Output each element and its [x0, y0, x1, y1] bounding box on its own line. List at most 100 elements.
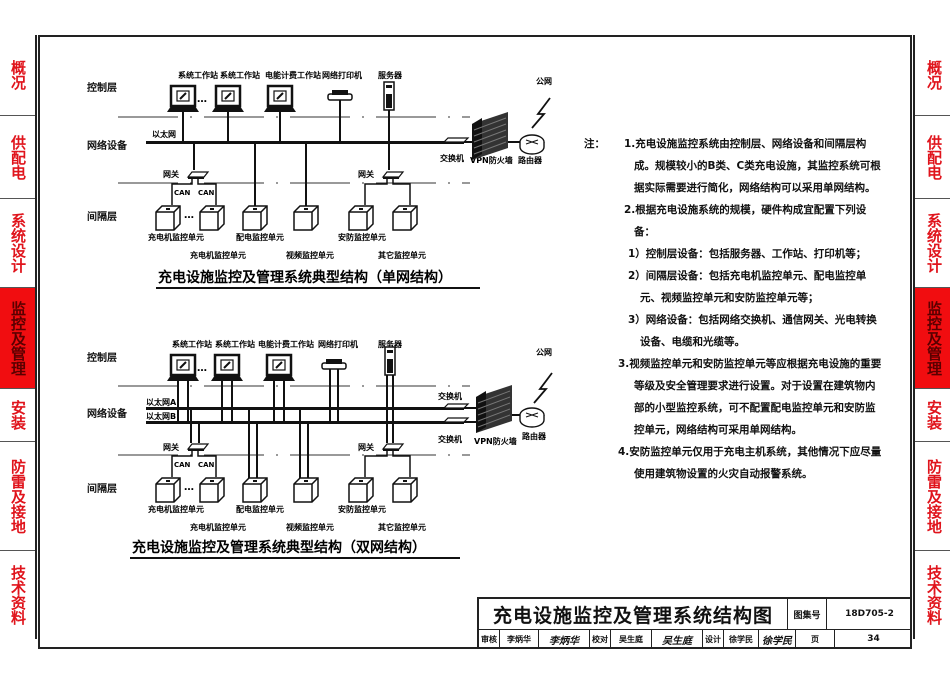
frame-bottom-border — [38, 647, 912, 649]
printer-icon — [321, 358, 347, 370]
ellipsis: … — [184, 210, 194, 221]
tab-power-supply[interactable]: 供配电 — [915, 116, 950, 199]
label-other-unit: 其它监控单元 — [378, 250, 426, 260]
note-2-3: 3）网络设备：包括网络交换机、通信网关、光电转换设备、电缆和光缆等。 — [628, 314, 877, 348]
notes-section: 注： 1.充电设施监控系统由控制层、网络设备和间隔层构成。规模较小的B类、C类充… — [584, 133, 884, 485]
label-other-unit: 其它监控单元 — [378, 522, 426, 532]
tab-lightning-grounding[interactable]: 防雷及接地 — [0, 442, 35, 551]
label-can-2: CAN — [198, 189, 215, 197]
tab-overview[interactable]: 概况 — [915, 35, 950, 116]
label-server: 服务器 — [378, 70, 403, 80]
switch-icon — [443, 417, 469, 425]
router-icon — [519, 134, 545, 155]
workstation-icon — [165, 353, 201, 383]
layer-label-bay: 间隔层 — [87, 482, 117, 495]
label-workstation-2: 系统工作站 — [220, 70, 260, 80]
server-icon — [383, 81, 395, 111]
firewall-icon — [471, 111, 509, 161]
ellipsis: … — [197, 94, 207, 105]
firewall-icon — [475, 384, 513, 434]
label-security-unit: 安防监控单元 — [338, 504, 386, 514]
label-router: 路由器 — [522, 431, 547, 441]
workstation-icon — [209, 353, 245, 383]
note-2-2: 2）间隔层设备：包括充电机监控单元、配电监控单元、视频监控单元和安防监控单元等； — [628, 270, 867, 304]
check-label: 校对 — [590, 630, 611, 648]
workstation-icon — [261, 353, 297, 383]
label-workstation-1: 系统工作站 — [178, 70, 218, 80]
other-unit-icon — [392, 205, 418, 231]
note-3: 3.视频监控单元和安防监控单元等应根据充电设施的重要等级及安全管理要求进行设置。… — [618, 358, 882, 436]
label-workstation-1: 系统工作站 — [172, 339, 212, 349]
label-network-printer: 网络打印机 — [318, 339, 358, 349]
label-video-unit: 视频监控单元 — [286, 522, 334, 532]
switch-icon — [443, 403, 469, 411]
tab-lightning-grounding[interactable]: 防雷及接地 — [915, 442, 950, 551]
distribution-unit-icon — [242, 205, 268, 231]
gateway-icon — [382, 171, 404, 180]
reviewer-signature: 李炳华 — [539, 630, 590, 648]
label-router: 路由器 — [518, 155, 543, 165]
charger-unit-icon — [155, 477, 181, 503]
ethernet-label: 以太网 — [152, 129, 176, 139]
label-switch: 交换机 — [440, 153, 464, 163]
designer-name: 徐学民 — [724, 630, 759, 648]
layer-label-network: 网络设备 — [87, 139, 128, 152]
layer-label-bay: 间隔层 — [87, 210, 117, 223]
tab-overview[interactable]: 概况 — [0, 35, 35, 116]
atlas-number: 18D705-2 — [845, 609, 894, 619]
tab-technical-data[interactable]: 技术资料 — [9, 565, 27, 625]
layer-label-network: 网络设备 — [87, 407, 128, 420]
tab-system-design[interactable]: 系统设计 — [0, 199, 35, 288]
label-server: 服务器 — [378, 339, 403, 349]
workstation-icon — [262, 84, 298, 114]
label-charger-unit-2: 充电机监控单元 — [190, 250, 246, 260]
left-section-tabs: 概况 供配电 系统设计 监控及管理 安装 防雷及接地 技术资料 — [0, 35, 37, 639]
label-charger-unit-2: 充电机监控单元 — [190, 522, 246, 532]
security-unit-icon — [348, 477, 374, 503]
tab-installation[interactable]: 安装 — [915, 389, 950, 442]
ellipsis: … — [197, 363, 207, 374]
label-billing-workstation: 电能计费工作站 — [265, 70, 321, 80]
charger-unit-icon — [199, 477, 225, 503]
label-can-1: CAN — [174, 461, 191, 469]
designer-signature: 徐学民 — [759, 630, 796, 648]
label-switch-b: 交换机 — [438, 434, 462, 444]
tab-monitoring-management[interactable]: 监控及管理 — [915, 288, 950, 389]
ethernet-a-label: 以太网A — [146, 397, 177, 407]
diagram-single-network: 控制层 网络设备 间隔层 以太网 系统工作站 系统工作站 电能计费工作站 网络打… — [87, 70, 552, 289]
label-public-network: 公网 — [536, 77, 552, 86]
distribution-unit-icon — [242, 477, 268, 503]
router-icon — [519, 407, 545, 428]
label-gateway-1: 网关 — [163, 442, 179, 452]
label-billing-workstation: 电能计费工作站 — [258, 339, 314, 349]
reviewer-name: 李炳华 — [500, 630, 539, 648]
charger-unit-icon — [199, 205, 225, 231]
note-1: 1.充电设施监控系统由控制层、网络设备和间隔层构成。规模较小的B类、C类充电设施… — [624, 138, 881, 194]
drawing-frame — [38, 35, 912, 647]
tab-power-supply[interactable]: 供配电 — [0, 116, 35, 199]
caption-dual-network: 充电设施监控及管理系统典型结构（双网结构） — [132, 539, 426, 556]
label-distribution-unit: 配电监控单元 — [236, 504, 284, 514]
tab-monitoring-management[interactable]: 监控及管理 — [0, 288, 35, 389]
design-label: 设计 — [703, 630, 724, 648]
other-unit-icon — [392, 477, 418, 503]
label-security-unit: 安防监控单元 — [338, 232, 386, 242]
tab-technical-data[interactable]: 技术资料 — [925, 565, 943, 625]
label-vpn-firewall: VPN防火墙 — [474, 436, 517, 446]
security-unit-icon — [348, 205, 374, 231]
workstation-icon — [165, 84, 201, 114]
gateway-icon — [187, 443, 209, 452]
gateway-icon — [187, 171, 209, 180]
label-video-unit: 视频监控单元 — [286, 250, 334, 260]
label-vpn-firewall: VPN防火墙 — [470, 155, 513, 165]
tab-system-design[interactable]: 系统设计 — [915, 199, 950, 288]
page-label: 页 — [796, 630, 835, 648]
right-section-tabs: 概况 供配电 系统设计 监控及管理 安装 防雷及接地 技术资料 — [913, 35, 950, 639]
page-number: 34 — [867, 634, 880, 644]
label-public-network: 公网 — [536, 348, 552, 357]
video-unit-icon — [293, 477, 319, 503]
ellipsis: … — [184, 482, 194, 493]
note-2: 2.根据充电设施系统的规模，硬件构成宜配置下列设备： — [624, 204, 867, 238]
tab-installation[interactable]: 安装 — [0, 389, 35, 442]
label-network-printer: 网络打印机 — [322, 70, 362, 80]
